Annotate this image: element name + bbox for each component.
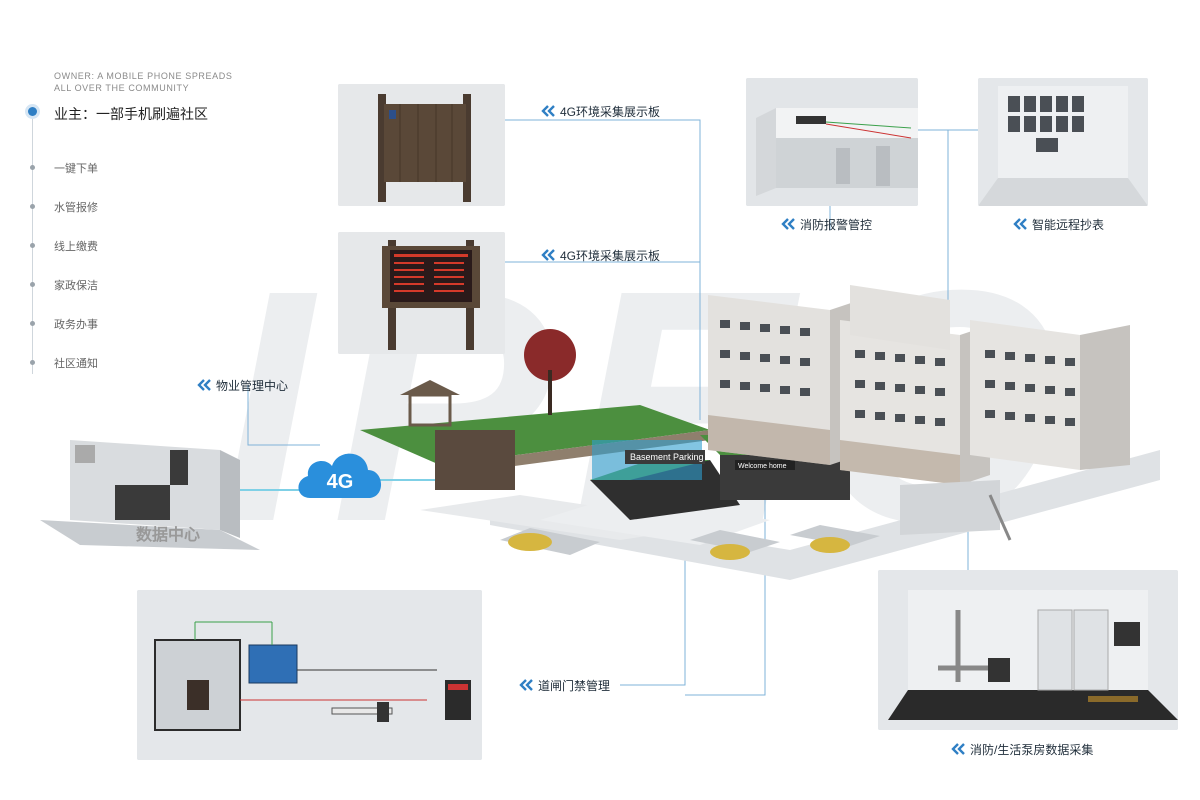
feature-item-repair[interactable]: 水管报修 bbox=[28, 199, 228, 215]
callout-label: 道闸门禁管理 bbox=[538, 678, 611, 693]
data-center-building: 数据中心 bbox=[40, 440, 260, 550]
feature-item-payment[interactable]: 线上缴费 bbox=[28, 238, 228, 254]
feature-item-label: 一键下单 bbox=[54, 163, 98, 175]
callout-label: 智能远程抄表 bbox=[1032, 217, 1105, 232]
callout-property-center[interactable]: 物业管理中心 bbox=[196, 376, 288, 394]
feature-title: 业主：一部手机刷遍社区 bbox=[54, 106, 208, 122]
feature-panel: OWNER: A MOBILE PHONE SPREADS ALL OVER T… bbox=[28, 70, 258, 374]
callout-label: 物业管理中心 bbox=[216, 378, 289, 393]
data-center-label: 数据中心 bbox=[136, 525, 200, 544]
callout-smart-meter[interactable]: 智能远程抄表 bbox=[1012, 215, 1104, 233]
double-chevron-left-icon bbox=[197, 379, 211, 391]
callout-label: 4G环境采集展示板 bbox=[560, 104, 661, 119]
callout-label: 消防/生活泵房数据采集 bbox=[970, 742, 1094, 757]
double-chevron-left-icon bbox=[951, 743, 965, 755]
env-board-card-2 bbox=[338, 232, 505, 354]
welcome-sign: Welcome home bbox=[738, 463, 787, 470]
callout-env-board-2[interactable]: 4G环境采集展示板 bbox=[540, 246, 660, 264]
feature-item-cleaning[interactable]: 家政保洁 bbox=[28, 277, 228, 293]
feature-timeline bbox=[32, 104, 33, 374]
feature-item-label: 社区通知 bbox=[54, 358, 98, 370]
feature-main-dot bbox=[28, 107, 37, 116]
double-chevron-left-icon bbox=[1013, 218, 1027, 230]
env-board-card-1 bbox=[338, 84, 505, 206]
gate-access-card bbox=[137, 590, 482, 760]
bullet-icon bbox=[30, 360, 35, 365]
bullet-icon bbox=[30, 204, 35, 209]
led-board-image bbox=[338, 232, 505, 354]
callout-pump-room[interactable]: 消防/生活泵房数据采集 bbox=[950, 740, 1093, 758]
feature-subtitle: OWNER: A MOBILE PHONE SPREADS ALL OVER T… bbox=[54, 71, 233, 93]
callout-env-board-1[interactable]: 4G环境采集展示板 bbox=[540, 102, 660, 120]
parking-sign: Basement Parking bbox=[630, 452, 704, 462]
cloud-4g-icon: 4G bbox=[298, 453, 382, 498]
feature-item-label: 线上缴费 bbox=[54, 241, 98, 253]
fire-alarm-card bbox=[746, 78, 918, 206]
bullet-icon bbox=[30, 321, 35, 326]
double-chevron-left-icon bbox=[541, 105, 555, 117]
cloud-label: 4G bbox=[327, 471, 354, 493]
bullet-icon bbox=[30, 165, 35, 170]
feature-item-order[interactable]: 一键下单 bbox=[28, 160, 228, 176]
gate-system-image bbox=[137, 590, 482, 760]
fire-alarm-image bbox=[746, 78, 918, 206]
feature-item-label: 家政保洁 bbox=[54, 280, 98, 292]
meter-room-image bbox=[978, 78, 1148, 206]
feature-item-label: 政务办事 bbox=[54, 319, 98, 331]
feature-item-government[interactable]: 政务办事 bbox=[28, 316, 228, 332]
wooden-board-image bbox=[338, 84, 505, 206]
bullet-icon bbox=[30, 282, 35, 287]
double-chevron-left-icon bbox=[781, 218, 795, 230]
bullet-icon bbox=[30, 243, 35, 248]
callout-gate-access[interactable]: 道闸门禁管理 bbox=[518, 676, 610, 694]
community-scene: Basement Parking Welcome home bbox=[360, 285, 1160, 580]
double-chevron-left-icon bbox=[519, 679, 533, 691]
pump-room-image bbox=[878, 570, 1178, 730]
callout-fire-alarm[interactable]: 消防报警管控 bbox=[780, 215, 872, 233]
feature-item-label: 水管报修 bbox=[54, 202, 98, 214]
feature-item-notice[interactable]: 社区通知 bbox=[28, 355, 228, 371]
callout-label: 4G环境采集展示板 bbox=[560, 248, 661, 263]
pump-room-card bbox=[878, 570, 1178, 730]
smart-meter-card bbox=[978, 78, 1148, 206]
double-chevron-left-icon bbox=[541, 249, 555, 261]
callout-label: 消防报警管控 bbox=[800, 217, 873, 232]
